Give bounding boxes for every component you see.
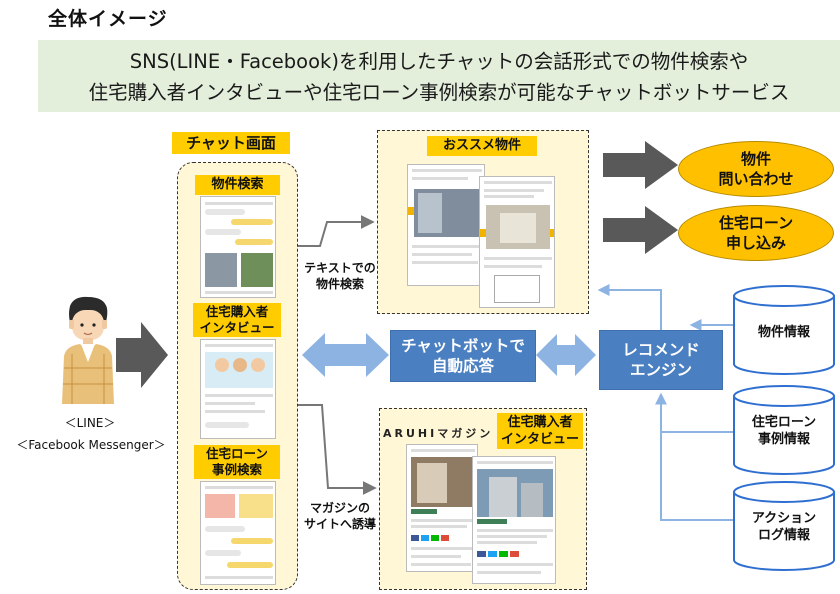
chat-chatbot-double-arrow	[302, 333, 389, 377]
database-icon	[733, 481, 835, 571]
database-icon	[733, 385, 835, 475]
to-magazine-connector	[276, 404, 377, 495]
chatbot-engine-double-arrow	[536, 334, 596, 376]
to-loan-arrow	[603, 206, 678, 254]
buyer-interview-screen	[200, 339, 276, 439]
loan-search-screen	[200, 481, 276, 585]
user-to-chat-arrow	[116, 322, 168, 388]
page-title: 全体イメージ	[48, 8, 168, 30]
loan-application-oval: 住宅ローン 申し込み	[678, 205, 834, 261]
to-inquiry-arrow	[603, 141, 678, 189]
magazine-interview-title: 住宅購入者 インタビュー	[497, 413, 583, 449]
magazine-caption: マガジンの サイトへ誘導	[303, 501, 376, 531]
magazine-article-1	[406, 444, 478, 572]
recommend-engine-box: レコメンド エンジン	[599, 330, 723, 390]
messenger-platform-label: ＜Facebook Messenger＞	[16, 438, 166, 452]
summary-banner: SNS(LINE・Facebook)を利用したチャットの会話形式での物件検索や …	[38, 40, 840, 112]
db-feed-connector	[655, 392, 733, 521]
chat-screen-title: チャット画面	[172, 132, 290, 154]
magazine-article-2	[472, 456, 556, 584]
buyer-interview-label: 住宅購入者 インタビュー	[193, 303, 281, 337]
banner-line-1: SNS(LINE・Facebook)を利用したチャットの会話形式での物件検索や	[129, 50, 749, 73]
text-search-caption: テキストでの 物件検索	[304, 261, 376, 291]
magazine-brand: ARUHIマガジン	[383, 427, 494, 440]
loan-search-label: 住宅ローン 事例検索	[194, 445, 280, 479]
property-search-screen	[200, 196, 276, 298]
property-inquiry-oval: 物件 問い合わせ	[678, 141, 834, 197]
recommended-title: おススメ物件	[427, 136, 537, 156]
loan-case-database: 住宅ローン 事例情報	[732, 384, 836, 476]
loan-case-label: 住宅ローン 事例情報	[751, 415, 817, 447]
action-log-database: アクション ログ情報	[732, 480, 836, 572]
recommended-card-1	[407, 164, 485, 286]
engine-to-recommend-connector	[597, 284, 662, 330]
action-log-label: アクション ログ情報	[751, 511, 817, 543]
chatbot-auto-response-box: チャットボットで 自動応答	[390, 330, 536, 382]
database-icon	[733, 285, 835, 375]
user-avatar	[62, 296, 114, 404]
line-platform-label: ＜LINE＞	[64, 416, 116, 430]
property-search-label: 物件検索	[195, 175, 280, 195]
banner-line-2: 住宅購入者インタビューや住宅ローン事例検索が可能なチャットボットサービス	[88, 81, 790, 104]
to-recommend-connector	[276, 215, 375, 247]
property-info-database: 物件情報	[732, 284, 836, 376]
recommended-card-2	[479, 176, 555, 308]
property-info-label: 物件情報	[757, 325, 810, 340]
